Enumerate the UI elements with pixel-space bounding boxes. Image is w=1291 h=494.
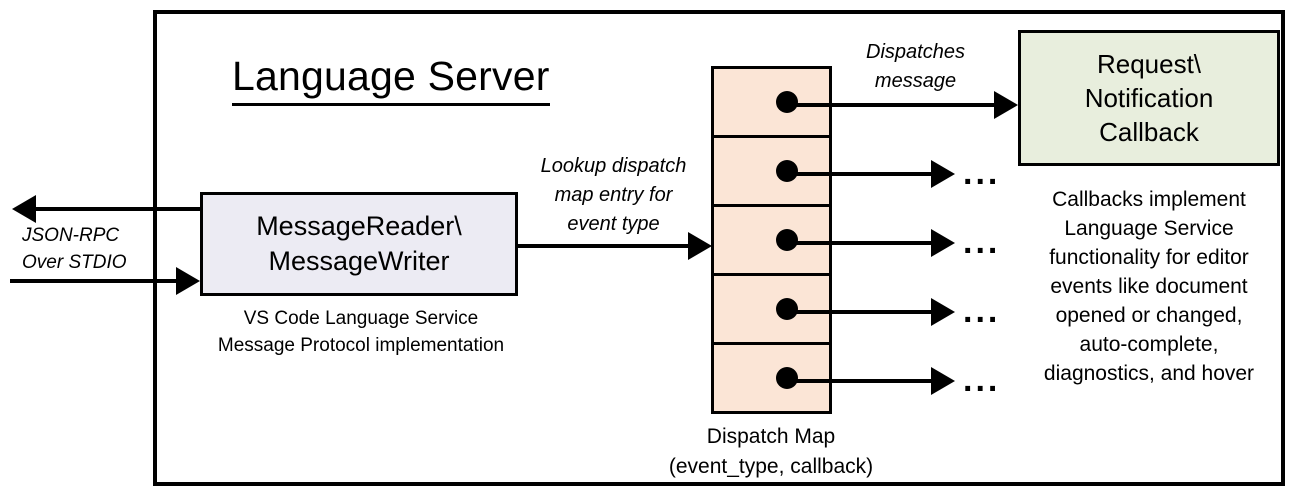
message-reader-writer-caption: VS Code Language Service Message Protoco…	[217, 308, 505, 356]
ellipsis-5: ...	[963, 361, 1001, 399]
ellipsis-3: ...	[963, 223, 1001, 261]
dispatch-edge-2-arrowhead-icon	[931, 160, 955, 188]
jsonrpc-out-line	[36, 207, 208, 211]
dispatch-edge-4-line	[783, 310, 935, 314]
jsonrpc-in-arrowhead-icon	[176, 267, 200, 295]
request-notification-callback-caption: Callbacks implement Language Service fun…	[1043, 188, 1255, 385]
dispatch-edge-3-line	[783, 241, 935, 245]
dispatch-edge-3-arrowhead-icon	[931, 229, 955, 257]
table-row[interactable]	[714, 69, 829, 138]
language-server-frame	[153, 10, 1285, 486]
lookup-edge-arrowhead-icon	[688, 232, 712, 260]
table-row[interactable]	[714, 207, 829, 276]
dispatch-edge-5-line	[783, 379, 935, 383]
dispatch-edge-4-arrowhead-icon	[931, 298, 955, 326]
dispatch-edge-1-arrowhead-icon	[994, 91, 1018, 119]
dispatch-edge-5-arrowhead-icon	[931, 367, 955, 395]
ellipsis-2: ...	[963, 154, 1001, 192]
edge-label-lookup: Lookup dispatch map entry for event type	[540, 155, 687, 235]
dot-icon	[776, 229, 798, 251]
edge-label-dispatches: Dispatches message	[866, 41, 965, 92]
dispatch-edge-2-line	[783, 172, 935, 176]
dot-icon	[776, 91, 798, 113]
request-notification-callback-label: Request\ Notification Callback	[1084, 49, 1214, 147]
dispatch-map-table[interactable]	[711, 66, 832, 414]
jsonrpc-out-arrowhead-icon	[12, 195, 36, 223]
table-row[interactable]	[714, 345, 829, 411]
dot-icon	[776, 160, 798, 182]
table-row[interactable]	[714, 276, 829, 345]
request-notification-callback-box[interactable]: Request\ Notification Callback	[1018, 30, 1280, 166]
message-reader-writer-box[interactable]: MessageReader\ MessageWriter	[200, 192, 518, 296]
dispatch-edge-1-line	[783, 103, 998, 107]
lookup-edge-line	[518, 244, 694, 248]
ellipsis-4: ...	[963, 292, 1001, 330]
dispatch-map-caption: Dispatch Map (event_type, callback)	[668, 425, 874, 478]
message-reader-writer-label: MessageReader\ MessageWriter	[256, 211, 462, 276]
table-row[interactable]	[714, 138, 829, 207]
dot-icon	[776, 298, 798, 320]
dot-icon	[776, 367, 798, 389]
page-title: Language Server	[232, 50, 550, 106]
jsonrpc-in-line	[10, 279, 188, 283]
edge-label-jsonrpc: JSON-RPC Over STDIO	[22, 225, 127, 273]
